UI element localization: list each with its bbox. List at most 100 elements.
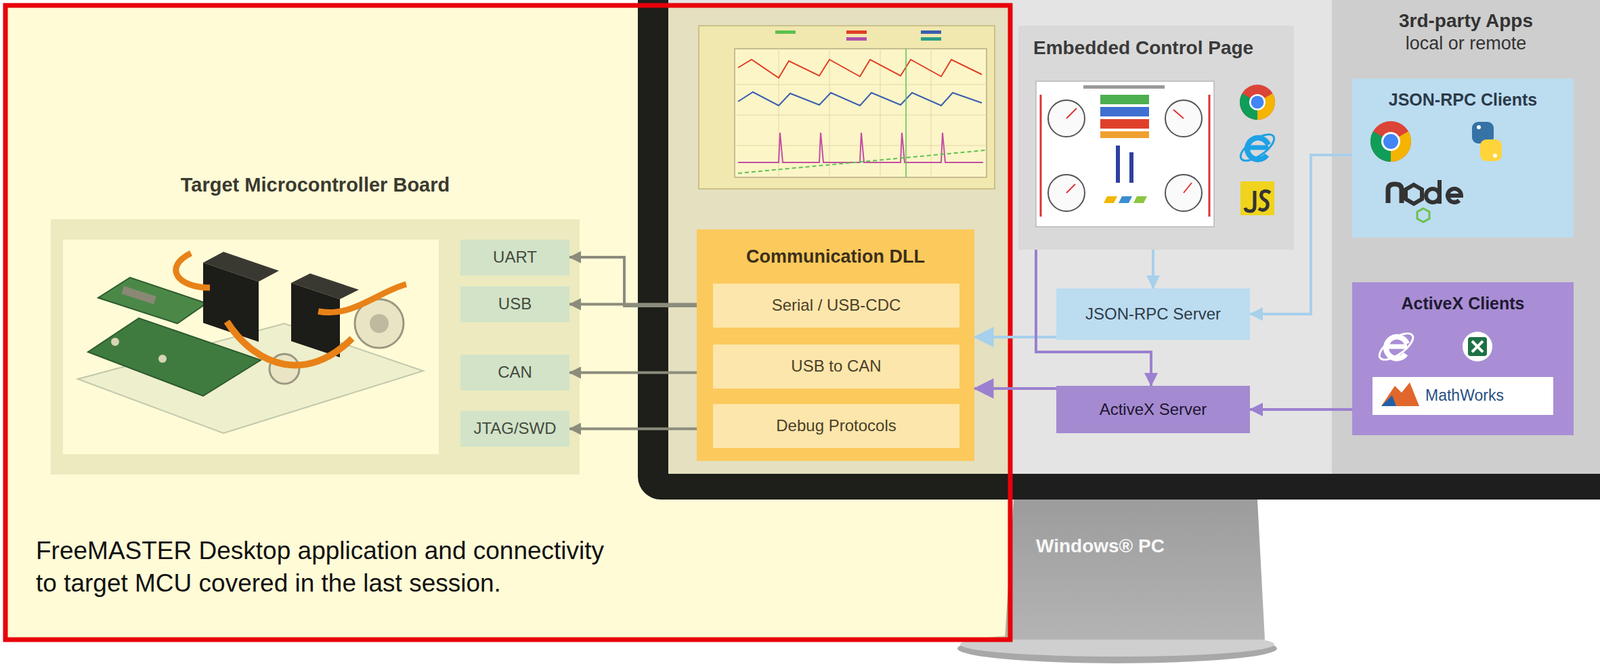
connector bbox=[974, 335, 1057, 339]
node-title: 3rd-party Apps bbox=[1398, 9, 1533, 33]
logo-box: MathWorks bbox=[1372, 377, 1554, 416]
server-box: JSON-RPC Server bbox=[1056, 288, 1250, 340]
client-icons bbox=[1405, 184, 1422, 204]
browser-icons bbox=[1247, 138, 1269, 160]
control-page-panel-fill bbox=[1100, 131, 1150, 139]
node-title: JSON-RPC Clients bbox=[1388, 89, 1538, 110]
client-icons bbox=[1381, 395, 1397, 407]
control-page-panel-fill bbox=[1165, 174, 1202, 212]
client-icons bbox=[1375, 329, 1417, 365]
highlight-region bbox=[5, 5, 1011, 640]
node-title: Embedded Control Page bbox=[1033, 36, 1254, 60]
control-page-panel-fill bbox=[1066, 108, 1077, 119]
port-box: UART bbox=[460, 239, 570, 276]
dll-box: Communication DLL Serial / USB-CDC USB to … bbox=[696, 229, 975, 462]
client-panels-fill bbox=[1352, 78, 1574, 238]
browser-icons bbox=[1245, 190, 1255, 212]
node-title: ActiveX Server bbox=[1099, 400, 1208, 420]
node-title: CAN bbox=[497, 362, 533, 383]
client-icons bbox=[1446, 188, 1462, 203]
protocol-box: USB to CAN bbox=[712, 344, 960, 389]
highlight-region bbox=[5, 5, 1011, 640]
client-icons bbox=[1462, 331, 1493, 362]
protocol-box: Debug Protocols bbox=[712, 404, 960, 449]
client-icons bbox=[1370, 121, 1502, 407]
node-subtitle: local or remote bbox=[1405, 32, 1527, 55]
control-page-panel-fill bbox=[1066, 108, 1192, 193]
browser-icons bbox=[1236, 84, 1278, 216]
monitor bbox=[1331, 0, 1600, 474]
control-page-panel-fill bbox=[1165, 100, 1202, 137]
connector bbox=[569, 371, 713, 375]
control-page-panel-fill bbox=[1040, 94, 1043, 217]
node-title: UART bbox=[492, 247, 537, 268]
control-page-panel-fill bbox=[1100, 106, 1150, 117]
port-box: USB bbox=[460, 286, 570, 323]
connector bbox=[1151, 249, 1155, 289]
browser-icons bbox=[1240, 181, 1275, 216]
control-page-panel-fill bbox=[1066, 184, 1076, 193]
caption: FreeMASTER Desktop application and conne… bbox=[35, 534, 984, 600]
port-box: JTAG/SWD bbox=[460, 411, 570, 447]
control-page-panel-fill bbox=[1018, 25, 1294, 250]
port-box: CAN bbox=[460, 354, 570, 391]
control-page-panel-fill bbox=[1048, 100, 1202, 212]
control-page-panel-fill bbox=[1100, 94, 1150, 105]
client-panels-fill bbox=[1372, 377, 1554, 416]
client-icons bbox=[1437, 180, 1442, 204]
client-panels-fill bbox=[1352, 78, 1574, 436]
connector bbox=[569, 257, 713, 307]
control-page-panel-fill bbox=[1048, 100, 1085, 137]
control-page-panel-fill bbox=[1208, 94, 1211, 217]
protocol-box: Serial / USB-CDC bbox=[712, 283, 960, 328]
client-icons bbox=[1381, 132, 1401, 151]
node-title: Serial / USB-CDC bbox=[771, 295, 902, 316]
node-title: USB to CAN bbox=[790, 356, 881, 377]
client-box: JSON-RPC Clients bbox=[1352, 78, 1574, 238]
browser-icons bbox=[1236, 130, 1278, 166]
connector bbox=[1249, 155, 1353, 315]
control-page-panel-fill bbox=[1035, 81, 1215, 227]
client-icons bbox=[1476, 125, 1481, 130]
client-icons bbox=[1370, 121, 1412, 162]
control-page-panel-fill bbox=[1118, 196, 1133, 204]
board-panel: Target Microcontroller BoardUARTUSBCANJT… bbox=[50, 169, 580, 475]
client-icons bbox=[1493, 153, 1498, 158]
connector bbox=[1249, 408, 1353, 412]
browser-icons bbox=[1251, 96, 1265, 110]
client-icons bbox=[1472, 341, 1483, 353]
connector bbox=[569, 303, 713, 307]
connector bbox=[569, 427, 713, 431]
client-icons bbox=[1383, 134, 1399, 149]
client-icons bbox=[1388, 184, 1402, 204]
control-page-panel-fill bbox=[1133, 196, 1148, 204]
client-icons bbox=[1381, 382, 1420, 407]
control-page-panel: Embedded Control Page bbox=[1018, 25, 1294, 250]
node-title: USB bbox=[498, 294, 532, 315]
control-page-panel-fill bbox=[1083, 85, 1165, 89]
node-title: ActiveX Clients bbox=[1400, 293, 1525, 314]
control-page-panel-fill bbox=[1100, 119, 1150, 129]
node-title: Debug Protocols bbox=[775, 416, 896, 437]
client-icons bbox=[1417, 208, 1430, 223]
client-icons bbox=[1467, 337, 1487, 357]
node-title: JTAG/SWD bbox=[473, 419, 556, 439]
browser-icons bbox=[1239, 84, 1275, 120]
control-page-panel-fill bbox=[1103, 196, 1118, 204]
pc-label: Windows® PC bbox=[1035, 534, 1165, 558]
node-title: Communication DLL bbox=[746, 245, 925, 268]
control-page-panel-fill bbox=[1173, 109, 1184, 119]
control-page-panel-fill bbox=[1048, 174, 1085, 212]
browser-icons bbox=[1258, 190, 1271, 210]
browser-icons bbox=[1249, 94, 1266, 111]
control-page-panel-fill bbox=[1018, 25, 1294, 250]
connector bbox=[974, 387, 1057, 391]
control-page-panel-fill bbox=[1115, 145, 1120, 183]
server-box: ActiveX Server bbox=[1056, 385, 1250, 434]
control-page-panel-fill bbox=[1129, 152, 1134, 183]
client-icons bbox=[1480, 139, 1502, 162]
client-box: ActiveX ClientsMathWorks bbox=[1352, 282, 1574, 436]
client-panels-fill bbox=[1352, 282, 1574, 436]
monitor-stand bbox=[1004, 499, 1265, 640]
